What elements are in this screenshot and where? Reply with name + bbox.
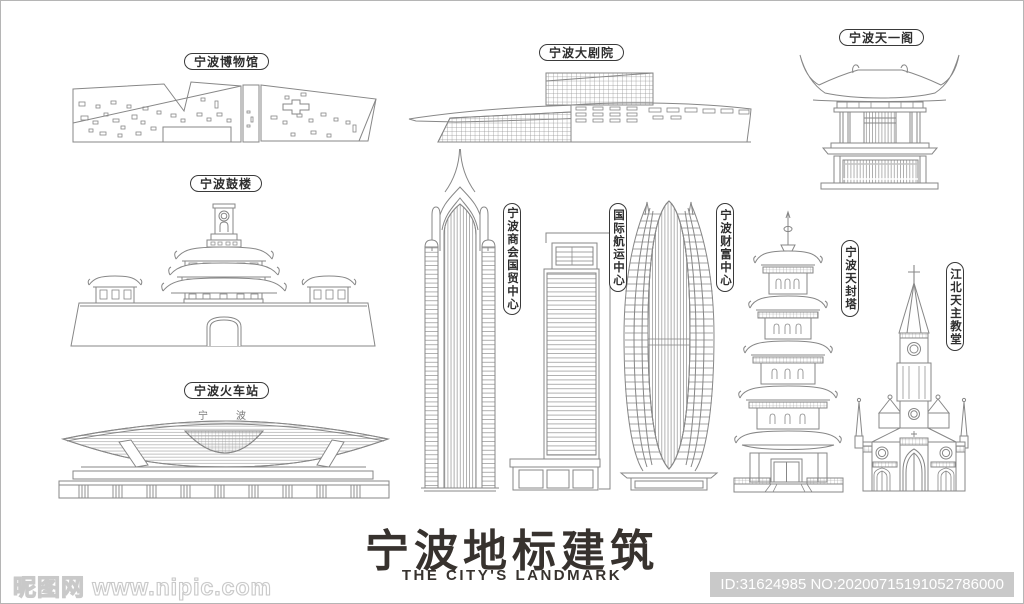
poster-title: 宁波地标建筑 — [365, 527, 659, 576]
nipic-watermark: 昵图网 www.nipic.com — [12, 568, 272, 602]
label-shipping-center: 国际航运中心 — [609, 203, 627, 292]
tianyi-pavilion-drawing — [799, 54, 960, 190]
fortune-center-drawing — [619, 200, 719, 491]
tianfeng-pagoda-drawing — [733, 210, 844, 493]
drum-tower-drawing — [70, 203, 376, 347]
label-catholic-church: 江北天主教堂 — [946, 262, 964, 351]
grand-theatre-drawing — [408, 72, 752, 143]
catholic-church-drawing — [854, 265, 969, 492]
poster-subtitle: THE CITY'S LANDMARK — [401, 567, 623, 584]
label-museum: 宁波博物馆 — [184, 53, 270, 70]
label-drum-tower: 宁波鼓楼 — [190, 175, 263, 192]
railway-station-drawing: 宁波 — [58, 409, 390, 499]
trade-center-drawing — [421, 148, 499, 492]
label-fortune-center: 宁波财富中心 — [716, 203, 734, 292]
museum-drawing — [72, 81, 377, 143]
image-id-bar: ID:31624985 NO:20200715191052786000 — [710, 572, 1014, 597]
label-tianyi-pavilion: 宁波天一阁 — [839, 29, 925, 46]
shipping-center-drawing — [509, 232, 611, 491]
nipic-logo-text: 昵图网 — [12, 573, 85, 600]
label-grand-theatre: 宁波大剧院 — [539, 44, 625, 61]
station-roof-sign: 宁波 — [198, 409, 274, 422]
nipic-url-text: www.nipic.com — [92, 573, 272, 600]
label-tianfeng-pagoda: 宁波天封塔 — [841, 240, 859, 317]
label-trade-center: 宁波商会国贸中心 — [503, 203, 521, 315]
label-railway-station: 宁波火车站 — [184, 382, 270, 399]
